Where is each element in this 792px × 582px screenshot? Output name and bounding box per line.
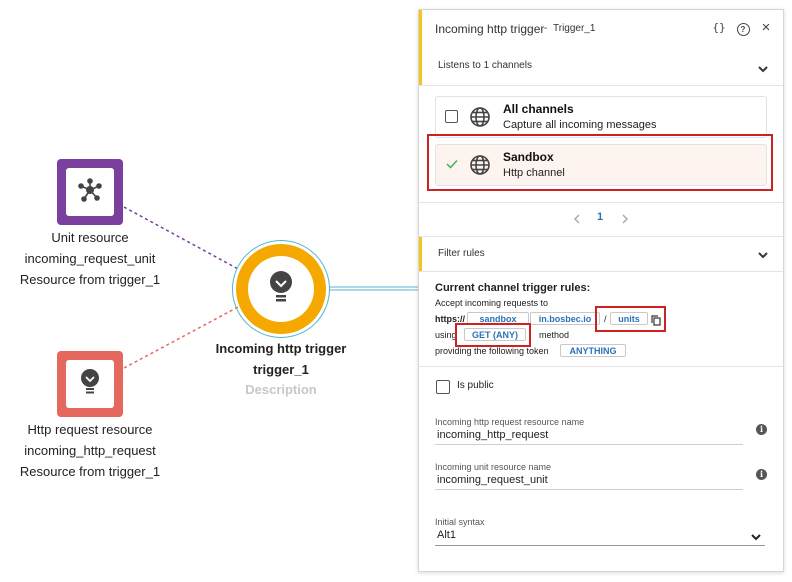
token-tag[interactable]: ANYTHING xyxy=(560,344,626,357)
channels-pagination: 1 xyxy=(419,202,783,237)
trigger-settings-panel: Incoming http trigger - Trigger_1 {} ? ×… xyxy=(418,9,784,572)
trigger-selection-ring xyxy=(232,240,330,338)
unit-resource-name: incoming_request_unit xyxy=(24,251,156,266)
trigger-title: Incoming http trigger xyxy=(215,341,347,356)
help-icon[interactable]: ? xyxy=(735,21,751,36)
highlight-box-method xyxy=(455,323,531,347)
is-public-label: Is public xyxy=(457,380,494,391)
network-hub-icon xyxy=(76,176,104,209)
channel-subtitle: Http channel xyxy=(503,167,565,179)
header-accent-bar xyxy=(419,10,422,48)
channel-title: All channels xyxy=(503,102,574,116)
channels-section-label: Listens to 1 channels xyxy=(438,60,532,71)
flow-canvas[interactable]: Unit resource incoming_request_unit Reso… xyxy=(0,0,420,582)
highlight-box-path xyxy=(595,306,666,332)
trigger-description[interactable]: Description xyxy=(245,382,317,397)
unit-resource-source: Resource from trigger_1 xyxy=(19,272,161,287)
globe-icon xyxy=(469,106,491,133)
path-tag[interactable]: units xyxy=(610,312,648,325)
trigger-rules: Current channel trigger rules: Accept in… xyxy=(419,271,783,367)
copy-icon[interactable] xyxy=(651,313,661,331)
chevron-left-icon[interactable] xyxy=(571,212,583,230)
trigger-form: Is public Incoming http request resource… xyxy=(419,366,783,571)
rules-method-suffix: method xyxy=(539,330,570,340)
chevron-down-icon[interactable] xyxy=(756,62,770,76)
trigger-name: trigger_1 xyxy=(253,362,309,377)
channels-section-header[interactable]: Listens to 1 channels xyxy=(419,48,783,86)
panel-title: Incoming http trigger xyxy=(435,22,545,36)
is-public-checkbox[interactable] xyxy=(436,380,450,394)
panel-header: Incoming http trigger - Trigger_1 {} ? × xyxy=(419,10,783,49)
chevron-down-icon[interactable] xyxy=(750,530,762,548)
rules-token-text: providing the following token xyxy=(435,346,549,356)
chevron-right-icon[interactable] xyxy=(619,212,631,230)
channel-option-all[interactable]: All channels Capture all incoming messag… xyxy=(435,96,767,138)
http-resource-labels: Http request resource incoming_http_requ… xyxy=(0,419,190,482)
check-icon[interactable] xyxy=(445,157,459,176)
http-resource-field-underline xyxy=(435,444,743,445)
unit-resource-field-underline xyxy=(435,489,743,490)
globe-icon xyxy=(469,154,491,181)
syntax-field-underline xyxy=(435,545,765,546)
http-resource-name-input[interactable]: incoming_http_request xyxy=(437,429,549,441)
info-icon[interactable]: i xyxy=(756,469,767,480)
unit-resource-labels: Unit resource incoming_request_unit Reso… xyxy=(0,227,190,290)
filter-accent-bar xyxy=(419,237,422,271)
http-resource-node[interactable] xyxy=(57,351,123,417)
rules-https-prefix: https:// xyxy=(435,314,465,324)
channel-title: Sandbox xyxy=(503,150,554,164)
unit-resource-type: Unit resource xyxy=(51,230,129,245)
channel-subtitle: Capture all incoming messages xyxy=(503,119,657,131)
unit-resource-connection xyxy=(123,206,241,271)
code-braces-icon[interactable]: {} xyxy=(712,21,726,34)
unit-resource-field-label: Incoming unit resource name xyxy=(435,462,552,472)
info-icon[interactable]: i xyxy=(756,424,767,435)
method-tag[interactable]: GET (ANY) xyxy=(464,328,526,341)
channel-option-sandbox[interactable]: Sandbox Http channel xyxy=(435,144,767,186)
http-resource-source: Resource from trigger_1 xyxy=(19,464,161,479)
http-resource-connection xyxy=(123,305,241,369)
lightbulb-icon xyxy=(266,269,296,310)
domain-tag[interactable]: in.bosbec.io xyxy=(530,312,600,325)
close-icon[interactable]: × xyxy=(761,19,771,36)
filter-section-header[interactable]: Filter rules xyxy=(419,236,783,272)
panel-title-separator: - xyxy=(544,23,548,34)
syntax-select[interactable]: Alt1 xyxy=(437,529,456,541)
http-resource-name: incoming_http_request xyxy=(24,443,156,458)
rules-using: using xyxy=(435,330,457,340)
help-glyph: ? xyxy=(736,23,750,36)
highlight-box-sandbox xyxy=(427,134,773,191)
http-resource-field-label: Incoming http request resource name xyxy=(435,417,585,427)
chevron-down-icon[interactable] xyxy=(756,248,770,262)
http-resource-type: Http request resource xyxy=(27,422,153,437)
filter-section-label: Filter rules xyxy=(438,248,485,259)
rules-slash: / xyxy=(604,314,607,324)
rules-heading: Current channel trigger rules: xyxy=(435,282,591,294)
channel-checkbox[interactable] xyxy=(445,110,458,123)
lightbulb-icon xyxy=(77,367,103,402)
rules-intro: Accept incoming requests to xyxy=(435,298,549,308)
connection-lines xyxy=(123,206,420,369)
channels-accent-bar xyxy=(419,48,422,85)
unit-resource-node[interactable] xyxy=(57,159,123,225)
page-number-current[interactable]: 1 xyxy=(597,211,604,223)
unit-resource-name-input[interactable]: incoming_request_unit xyxy=(437,474,548,486)
syntax-field-label: Initial syntax xyxy=(435,517,485,527)
panel-subtitle: Trigger_1 xyxy=(553,23,596,34)
trigger-node-icon-wrap xyxy=(248,256,314,322)
